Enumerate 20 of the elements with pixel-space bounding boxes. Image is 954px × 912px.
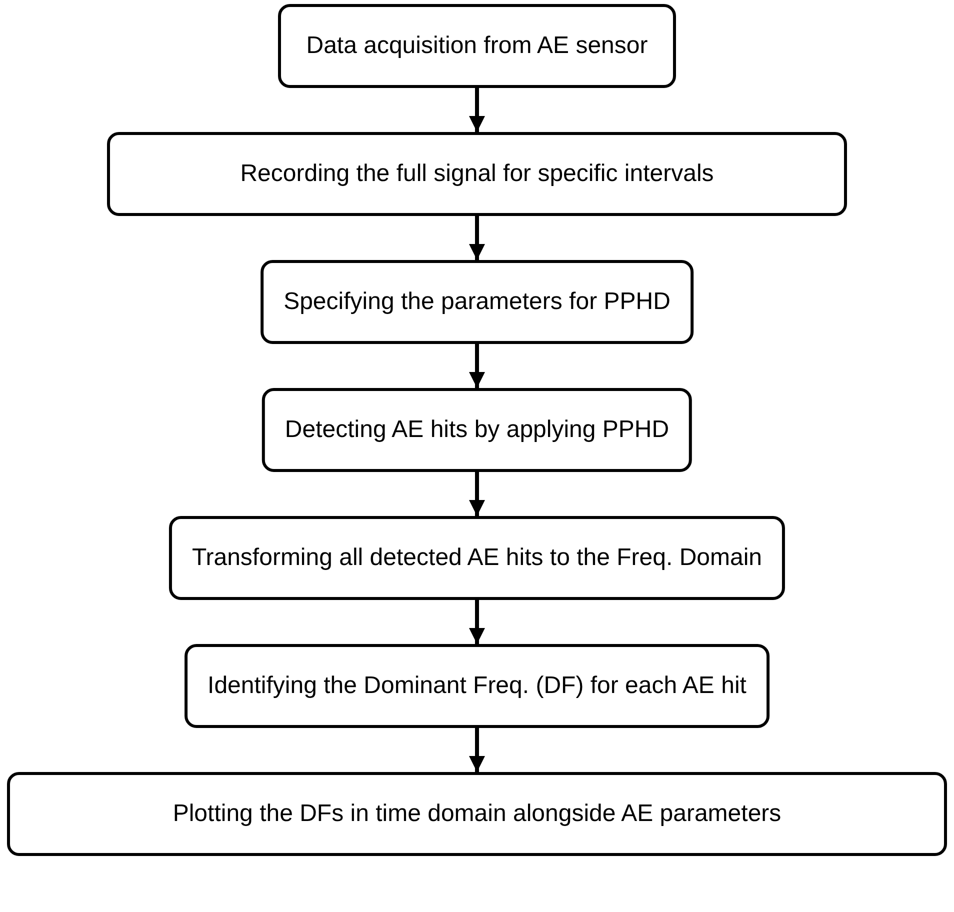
step-text: Plotting the DFs in time domain alongside AE parameters [172, 800, 782, 828]
arrow [469, 88, 485, 132]
step-text: Data acquisition from AE sensor [306, 32, 648, 60]
process-box [107, 132, 847, 216]
arrow [469, 600, 485, 644]
process-box [168, 516, 786, 600]
step-text: Transforming all detected AE hits to the Freq. Domain [192, 544, 762, 572]
process-box [7, 772, 947, 856]
process-box [260, 260, 694, 344]
arrow [469, 728, 485, 772]
process-box [184, 644, 770, 728]
process-box [278, 4, 676, 88]
step-text: Specifying the parameters for PPHD [284, 288, 670, 316]
process-box [262, 388, 692, 472]
step-text: Identifying the Dominant Freq. (DF) for each AE hit [208, 672, 746, 700]
arrow [469, 472, 485, 516]
step-text: Detecting AE hits by applying PPHD [284, 416, 670, 444]
arrow [469, 216, 485, 260]
arrow [469, 344, 485, 388]
step-text: Recording the full signal for specific intervals [240, 160, 714, 188]
